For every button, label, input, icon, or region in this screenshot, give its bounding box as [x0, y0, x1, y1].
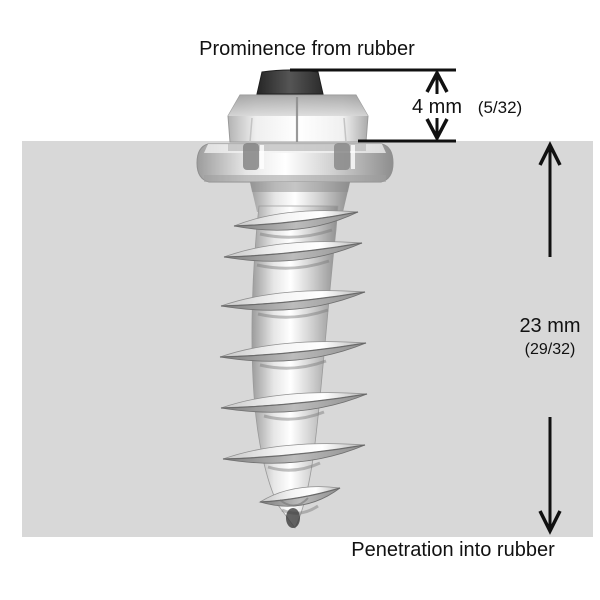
penetration-value: 23 mm [519, 315, 581, 337]
stud-carbide-pin [256, 69, 324, 95]
arrow-down-icon [425, 118, 449, 142]
rubber-band [22, 141, 593, 537]
arrow-up-icon [425, 69, 449, 93]
prominence-value: 4 mm [412, 96, 462, 118]
penetration-label: Penetration into rubber [351, 539, 555, 561]
prominence-fraction: (5/32) [477, 98, 523, 117]
penetration-fraction: (29/32) [524, 341, 576, 358]
stud-hex-head [227, 94, 369, 143]
prominence-label: Prominence from rubber [199, 38, 415, 60]
